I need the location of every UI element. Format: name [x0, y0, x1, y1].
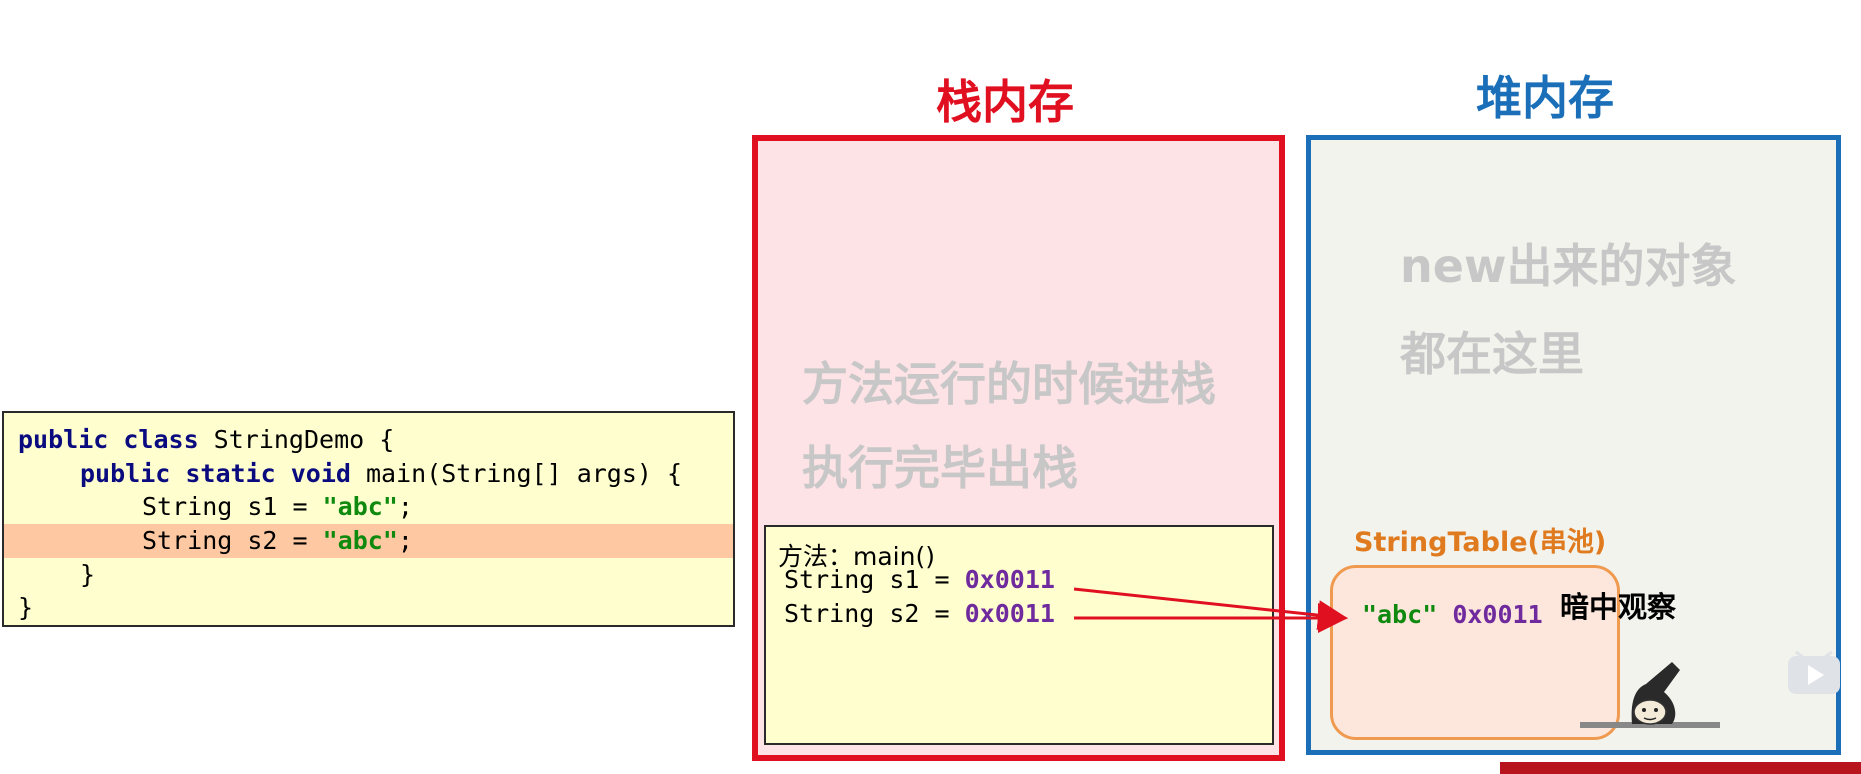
- code-text: ;: [397, 526, 413, 555]
- pool-entry: "abc" 0x0011: [1362, 600, 1543, 629]
- frame-s1-label: String s1 =: [784, 565, 965, 594]
- code-line-close-class: }: [18, 591, 733, 625]
- observe-caption: 暗中观察: [1560, 590, 1677, 624]
- frame-s2-label: String s2 =: [784, 599, 965, 628]
- string-table-pool: [1330, 565, 1620, 740]
- code-keyword: public static void: [80, 459, 351, 488]
- code-text: StringDemo {: [198, 425, 395, 454]
- frame-s2-address: 0x0011: [964, 599, 1055, 628]
- stack-hint-line1: 方法运行的时候进栈: [802, 357, 1216, 411]
- frame-method-label: 方法：main(): [778, 542, 935, 571]
- string-table-label: StringTable(串池): [1354, 527, 1607, 558]
- code-text: String s1 =: [142, 492, 323, 521]
- main-method-frame: [764, 525, 1274, 745]
- play-icon[interactable]: [1786, 650, 1842, 696]
- pool-string: "abc": [1362, 600, 1438, 629]
- meme-sticker: [1580, 662, 1720, 728]
- code-line-s2-highlighted: String s2 = "abc";: [4, 524, 733, 558]
- bottom-decoration-strip: [1500, 762, 1861, 774]
- code-line-class: public class StringDemo {: [18, 423, 733, 457]
- frame-s2: String s2 = 0x0011: [784, 599, 1055, 628]
- stack-hint-line2: 执行完毕出栈: [802, 441, 1078, 495]
- stack-title: 栈内存: [936, 75, 1074, 129]
- code-text: }: [80, 560, 96, 589]
- code-panel: public class StringDemo { public static …: [2, 411, 735, 627]
- code-string: "abc": [322, 526, 398, 555]
- frame-s1: String s1 = 0x0011: [784, 565, 1055, 594]
- heap-hint-line1: new出来的对象: [1400, 239, 1737, 293]
- code-line-main: public static void main(String[] args) {: [80, 457, 733, 491]
- code-text: main(String[] args) {: [350, 459, 683, 488]
- frame-s1-address: 0x0011: [964, 565, 1055, 594]
- code-keyword: public class: [18, 425, 199, 454]
- code-line-close-method: }: [80, 558, 733, 592]
- code-line-s1: String s1 = "abc";: [142, 490, 733, 524]
- code-text: }: [18, 593, 34, 622]
- pool-address: 0x0011: [1452, 600, 1543, 629]
- code-string: "abc": [322, 492, 398, 521]
- code-text: ;: [397, 492, 413, 521]
- code-text: String s2 =: [142, 526, 323, 555]
- heap-title: 堆内存: [1476, 71, 1614, 125]
- heap-hint-line2: 都在这里: [1400, 327, 1584, 381]
